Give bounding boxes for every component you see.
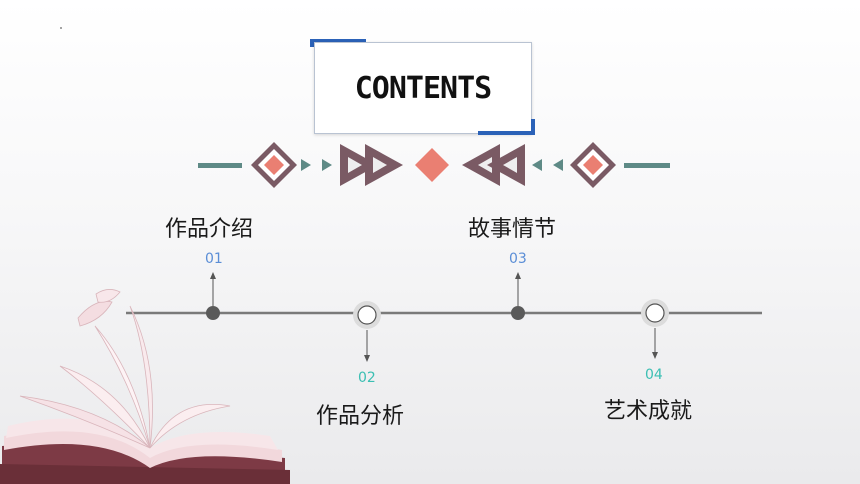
double-triangle-arrow-icon	[462, 144, 525, 186]
diamond-ornament-icon	[570, 142, 616, 188]
small-arrow-icon	[553, 159, 563, 171]
title-corner-accent	[478, 131, 535, 135]
page-title: CONTENTS	[354, 70, 493, 106]
title-corner-accent	[310, 39, 314, 47]
ornament-bar-right	[624, 163, 670, 168]
item-label-04[interactable]: 艺术成就	[604, 399, 693, 424]
decor-dot	[60, 27, 62, 29]
item-number-03: 03	[509, 251, 527, 267]
item-number-01: 01	[205, 251, 223, 267]
small-arrow-icon	[532, 159, 542, 171]
diamond-ornament-icon	[251, 142, 297, 188]
center-diamond-icon	[415, 148, 449, 182]
item-number-02: 02	[358, 370, 376, 386]
title-corner-accent	[531, 119, 535, 135]
item-label-02[interactable]: 作品分析	[316, 404, 405, 429]
ornament-bar-left	[198, 163, 242, 168]
item-number-04: 04	[645, 367, 663, 383]
open-book-icon	[0, 289, 290, 484]
timeline-node-icon	[353, 301, 381, 362]
double-triangle-arrow-icon	[340, 144, 403, 186]
timeline-node-icon	[206, 272, 220, 320]
title-box: CONTENTS	[314, 42, 532, 134]
item-label-03[interactable]: 故事情节	[468, 217, 557, 242]
item-label-01[interactable]: 作品介绍	[165, 217, 254, 242]
ornament-divider	[198, 142, 670, 188]
title-corner-accent	[310, 39, 366, 43]
small-arrow-icon	[322, 159, 332, 171]
timeline-node-icon	[641, 299, 669, 359]
small-arrow-icon	[301, 159, 311, 171]
timeline-node-icon	[511, 272, 525, 320]
